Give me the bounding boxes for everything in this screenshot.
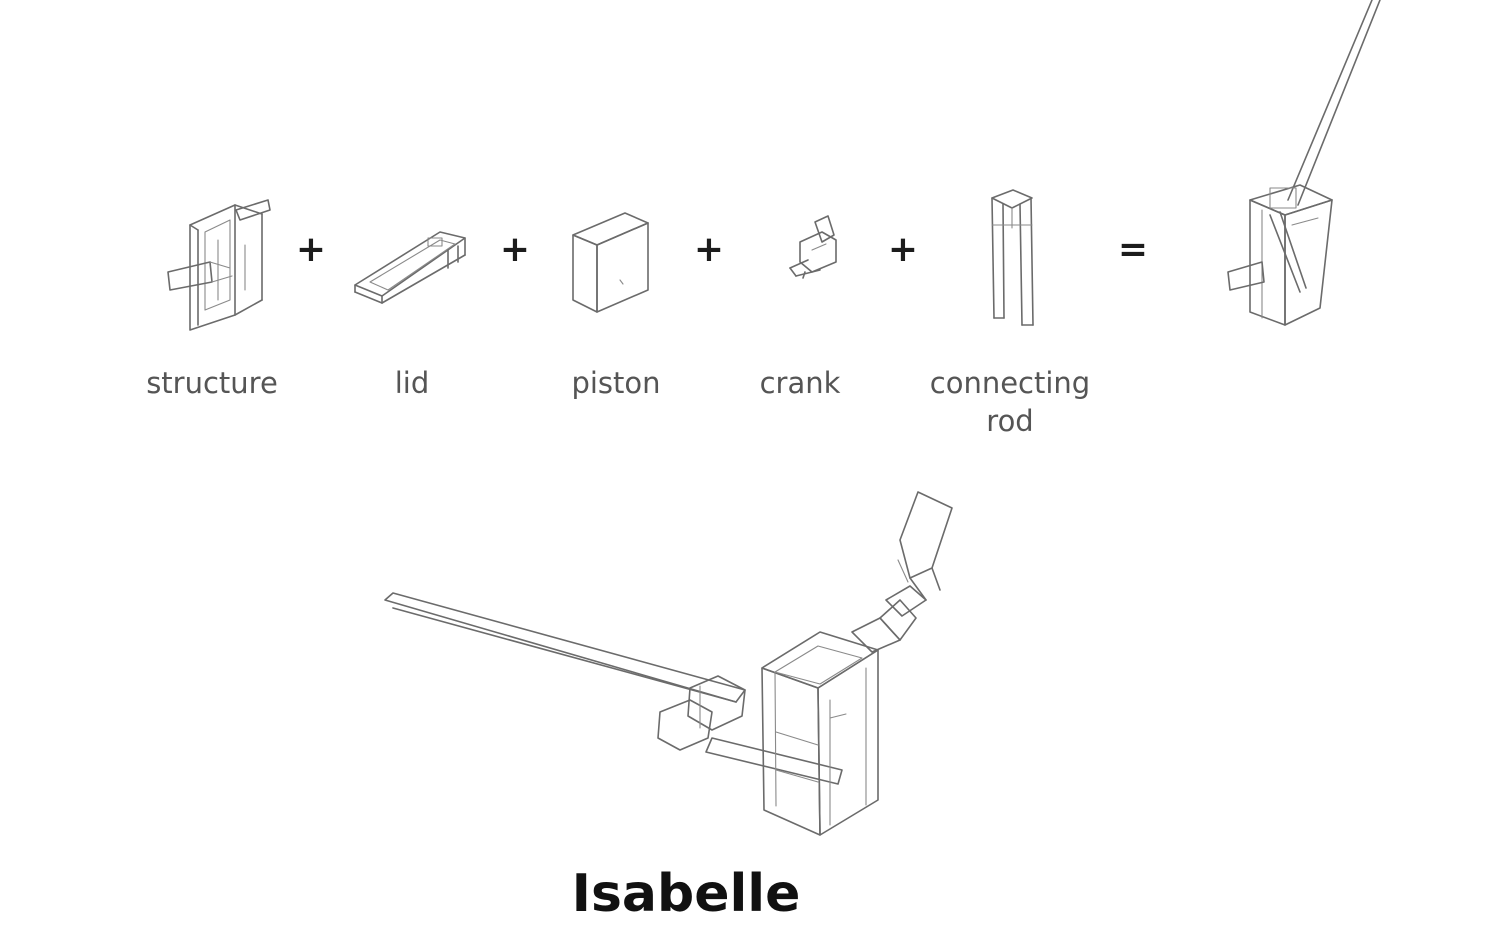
part-label-lid: lid bbox=[394, 366, 430, 400]
piston-icon bbox=[572, 212, 649, 313]
machine-title: Isabelle bbox=[571, 864, 801, 924]
plus-sign: + bbox=[693, 229, 725, 270]
part-label-structure: structure bbox=[146, 366, 278, 400]
part-label-crank: crank bbox=[759, 366, 841, 400]
part-label-connecting-rod: connecting rod bbox=[929, 366, 1091, 438]
isabelle-press-icon bbox=[384, 491, 953, 836]
lid-icon bbox=[354, 231, 466, 304]
plus-sign: + bbox=[499, 229, 531, 270]
equals-sign: = bbox=[1117, 229, 1149, 270]
part-label-piston: piston bbox=[571, 366, 661, 400]
assembled-press-icon bbox=[1227, 0, 1381, 326]
structure-icon bbox=[167, 199, 271, 331]
connecting-rod-icon bbox=[991, 189, 1034, 326]
plus-sign: + bbox=[295, 229, 327, 270]
crank-icon bbox=[789, 215, 837, 279]
plus-sign: + bbox=[887, 229, 919, 270]
